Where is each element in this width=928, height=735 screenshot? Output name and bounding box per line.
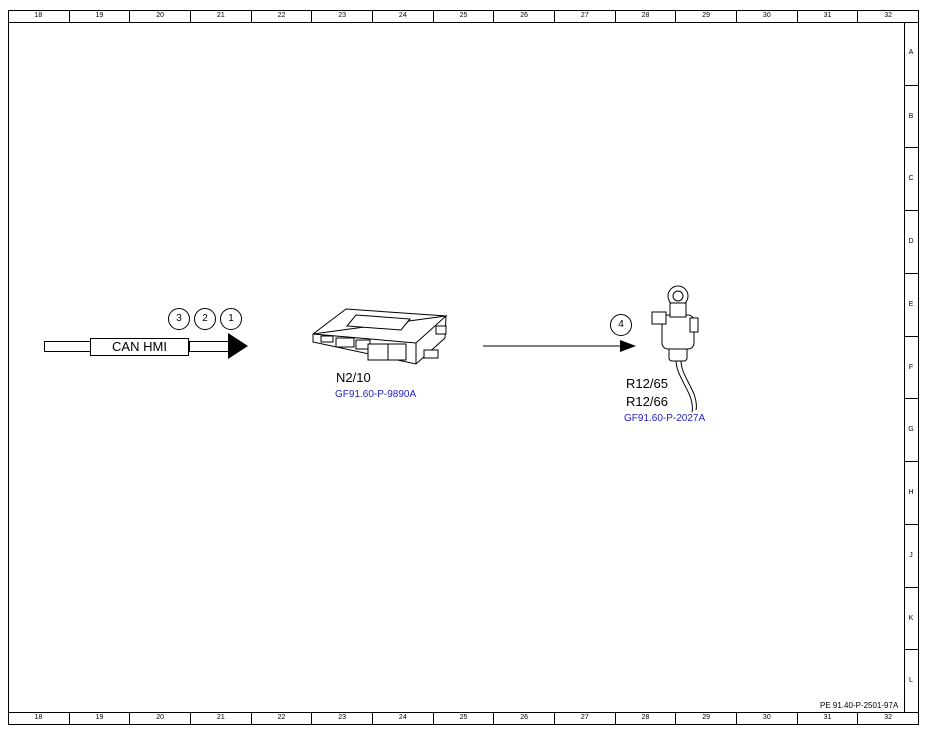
marker-circle: 1 xyxy=(220,308,242,330)
ruler-column-label: 24 xyxy=(372,10,433,22)
ruler-column-label: 23 xyxy=(311,10,372,22)
link-arrow xyxy=(483,340,636,352)
ruler-row-label: G xyxy=(904,398,918,461)
ruler-row-label: E xyxy=(904,272,918,336)
ruler-column-label: 26 xyxy=(493,10,554,22)
ruler-column-label: 32 xyxy=(857,712,918,724)
ruler-row-label: D xyxy=(904,210,918,273)
ruler-column-label: 18 xyxy=(34,714,43,721)
ruler-column-label: 18 xyxy=(34,12,43,19)
ruler-column-label: 28 xyxy=(614,712,676,724)
ruler-row-label: K xyxy=(904,586,918,650)
ruler-column-label: 30 xyxy=(736,10,797,22)
ruler-column-label: 30 xyxy=(736,712,797,724)
marker-circle: 3 xyxy=(168,308,190,330)
ruler-column-label: 27 xyxy=(554,712,615,724)
can-bus-label: CAN HMI xyxy=(90,338,189,356)
ruler-column-label: 22 xyxy=(250,712,312,724)
ruler-column-label: 20 xyxy=(129,712,190,724)
ruler-column-label: 28 xyxy=(614,10,676,22)
marker-circle: 4 xyxy=(610,314,632,336)
ruler-column-label: 24 xyxy=(372,712,433,724)
ruler-column-label: 27 xyxy=(554,10,615,22)
ruler-column-label: 21 xyxy=(190,712,251,724)
ruler-column-label: 32 xyxy=(857,10,918,22)
ruler-row-label: C xyxy=(904,147,918,210)
ruler-row-label: B xyxy=(904,84,918,148)
ruler-column-label: 23 xyxy=(311,712,372,724)
ruler-column-label: 25 xyxy=(432,712,494,724)
module-ref-link[interactable]: GF91.60-P-9890A xyxy=(335,389,417,400)
sensor-name-1: R12/65 xyxy=(626,376,668,391)
sensor-r12 xyxy=(651,285,699,413)
marker-circle: 2 xyxy=(194,308,216,330)
module-name: N2/10 xyxy=(336,370,371,385)
ruler-column-label: 21 xyxy=(190,10,251,22)
ruler-column-label: 20 xyxy=(129,10,190,22)
ruler-column-label: 25 xyxy=(432,10,494,22)
document-reference: PE 91.40-P-2501-97A xyxy=(820,701,899,710)
ruler-row-label: L xyxy=(904,649,918,712)
ruler-row-label: H xyxy=(904,461,918,524)
ruler-column-label: 29 xyxy=(675,712,736,724)
control-module-n2-10 xyxy=(312,308,448,365)
ruler-column-label: 29 xyxy=(675,10,736,22)
can-bus-arrow xyxy=(44,333,248,359)
ruler-row-label: J xyxy=(904,523,918,587)
sensor-name-2: R12/66 xyxy=(626,394,668,409)
ruler-column-label: 19 xyxy=(68,712,130,724)
ruler-column-label: 22 xyxy=(250,10,312,22)
ruler-row-label: A xyxy=(908,49,914,56)
ruler-column-label: 31 xyxy=(796,712,858,724)
ruler-column-label: 26 xyxy=(493,712,554,724)
ruler-column-label: 31 xyxy=(796,10,858,22)
ruler-row-label: F xyxy=(904,335,918,399)
sensor-ref-link[interactable]: GF91.60-P-2027A xyxy=(624,413,706,424)
ruler-column-label: 19 xyxy=(68,10,130,22)
